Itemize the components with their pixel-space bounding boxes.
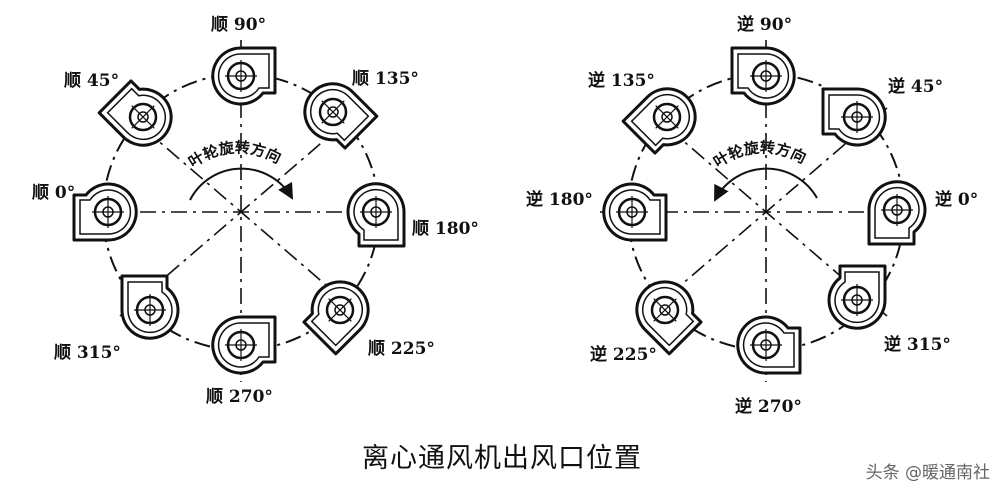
- label-ccw-0: 逆 0°: [935, 189, 978, 210]
- fan-cw-225: [302, 280, 370, 356]
- label-ccw-225: 逆 225°: [590, 344, 657, 365]
- counterclockwise-outlet-diagram: 叶轮旋转方向 逆 90° 逆 135° 逆 45° 逆 180° 逆 0° 逆 …: [526, 14, 978, 417]
- watermark: 头条 @暖通南社: [865, 463, 990, 483]
- label-ccw-135: 逆 135°: [588, 70, 655, 91]
- fan-cw-45: [97, 79, 173, 147]
- fan-ccw-90: [730, 46, 796, 106]
- label-ccw-315: 逆 315°: [884, 334, 951, 355]
- fan-cw-315: [120, 274, 180, 340]
- figure-caption: 离心通风机出风口位置: [362, 443, 642, 474]
- label-cw-45: 顺 45°: [64, 71, 119, 91]
- fan-ccw-270: [736, 315, 802, 375]
- fan-cw-135: [303, 82, 379, 150]
- fan-ccw-315: [827, 264, 887, 330]
- fan-ccw-135: [621, 87, 697, 155]
- rotation-direction-label: 叶轮旋转方向: [710, 138, 809, 171]
- clockwise-outlet-diagram: 叶轮旋转方向 顺 90° 顺 45° 顺 135° 顺 0° 顺 180° 顺 …: [32, 15, 479, 407]
- label-ccw-45: 逆 45°: [888, 76, 943, 97]
- diagonal-axis: [644, 107, 888, 317]
- label-cw-315: 顺 315°: [54, 343, 121, 363]
- fan-cw-90: [211, 46, 277, 106]
- fan-cw-270: [211, 315, 277, 375]
- label-cw-90: 顺 90°: [211, 15, 266, 35]
- label-ccw-180: 逆 180°: [526, 189, 593, 210]
- label-cw-225: 顺 225°: [368, 339, 435, 359]
- rotation-arrow: [714, 167, 818, 202]
- label-cw-135: 顺 135°: [352, 69, 419, 89]
- fan-ccw-0: [867, 180, 927, 246]
- fan-ccw-45: [821, 87, 887, 147]
- label-cw-270: 顺 270°: [206, 387, 273, 407]
- label-cw-180: 顺 180°: [412, 219, 479, 239]
- label-ccw-270: 逆 270°: [735, 396, 802, 417]
- fan-ccw-180: [602, 182, 668, 242]
- fan-cw-180: [346, 182, 406, 248]
- label-ccw-90: 逆 90°: [737, 14, 792, 35]
- rotation-arrow: [189, 167, 293, 201]
- fan-cw-0: [72, 182, 138, 242]
- rotation-direction-label: 叶轮旋转方向: [185, 138, 284, 171]
- fan-ccw-225: [635, 280, 703, 356]
- label-cw-0: 顺 0°: [32, 183, 75, 203]
